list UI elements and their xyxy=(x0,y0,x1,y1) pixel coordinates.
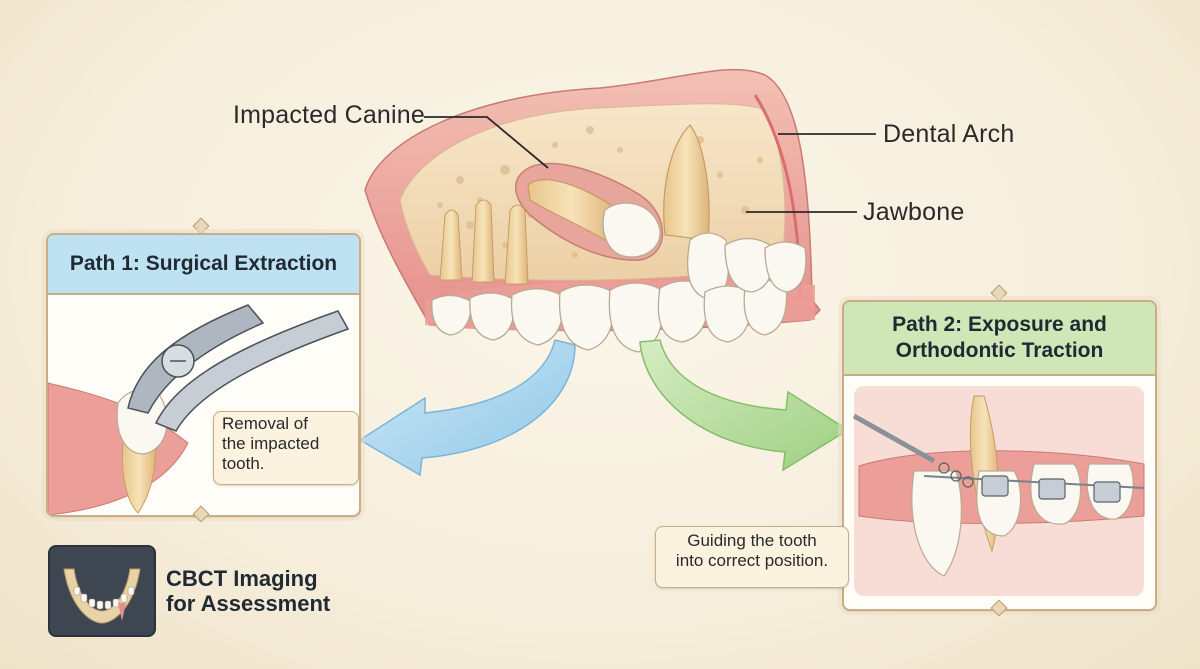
cbct-line-1: CBCT Imaging xyxy=(166,566,318,591)
path1-arrow xyxy=(358,339,576,477)
teeth-row xyxy=(431,232,807,353)
path1-caption: Removal of the impacted tooth. xyxy=(213,411,359,485)
path2-arrow xyxy=(639,339,850,472)
impacted-canine-label: Impacted Canine xyxy=(233,101,426,129)
extracted-tooth-root xyxy=(121,442,157,514)
dental-arch-label: Dental Arch xyxy=(883,120,1015,148)
traction-illustration xyxy=(852,386,1145,596)
path1-caption-line-2: the impacted xyxy=(222,434,320,453)
path2-caption-line-1: Guiding the tooth xyxy=(687,531,817,550)
cbct-label: CBCT Imaging for Assessment xyxy=(166,566,330,616)
premolar-roots xyxy=(439,199,529,285)
canine-root xyxy=(663,124,710,241)
path2-header: Path 2: Exposure and Orthodontic Tractio… xyxy=(844,302,1155,376)
impacted-canine-crown xyxy=(602,202,661,258)
jaw-xray-graphic xyxy=(63,568,141,624)
path2-tooth-1 xyxy=(911,470,962,577)
impacted-canine-leader xyxy=(424,116,549,169)
orthodontic-chain-icon xyxy=(852,413,1145,503)
cbct-line-2: for Assessment xyxy=(166,591,331,616)
path1-gum xyxy=(48,382,189,515)
path1-caption-line-3: tooth. xyxy=(222,454,265,473)
path2-title-line-2: Orthodontic Traction xyxy=(895,339,1104,362)
path1-caption-line-1: Removal of xyxy=(222,414,308,433)
path1-header: Path 1: Surgical Extraction xyxy=(48,235,359,295)
path1-title: Path 1: Surgical Extraction xyxy=(69,252,338,275)
jawbone-label: Jawbone xyxy=(863,198,965,226)
path2-panel: Path 2: Exposure and Orthodontic Tractio… xyxy=(842,300,1157,611)
leader-lines xyxy=(424,116,876,213)
path2-title-line-1: Path 2: Exposure and xyxy=(892,313,1107,336)
path1-panel: Path 1: Surgical Extraction Removal of t… xyxy=(46,233,361,517)
forceps-extraction-illustration xyxy=(48,304,350,515)
path2-caption-line-2: into correct position. xyxy=(675,551,829,570)
forceps-icon xyxy=(127,304,350,432)
dental-xray-jaw-icon xyxy=(48,545,156,637)
path2-caption: Guiding the tooth into correct position. xyxy=(655,526,849,588)
